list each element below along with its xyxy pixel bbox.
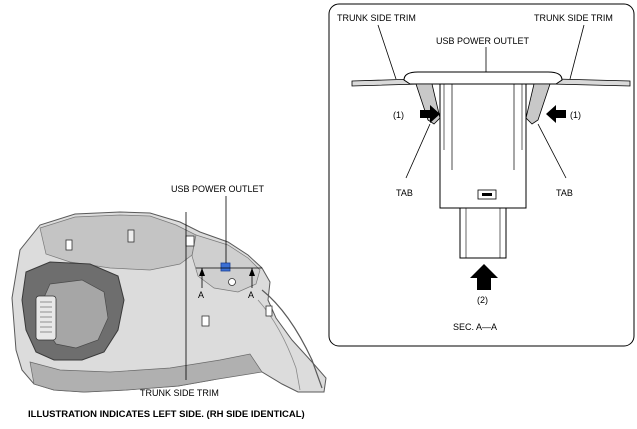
press-arrow-right xyxy=(546,105,566,123)
detail-trim-right-label: TRUNK SIDE TRIM xyxy=(534,13,613,23)
section-caption: SEC. A—A xyxy=(453,322,497,332)
section-arrow-right xyxy=(249,268,255,276)
trim-wheel-arch-inner xyxy=(257,299,301,391)
usb-flange xyxy=(403,71,563,85)
trim-right-leader xyxy=(569,24,585,80)
trim-left-leader xyxy=(377,24,397,80)
press-arrow-left xyxy=(420,105,440,123)
trim-wheel-arch xyxy=(261,289,323,389)
speaker-grille xyxy=(35,295,57,341)
speaker-grille-slots xyxy=(40,301,52,333)
usb-connector-plug xyxy=(459,207,507,259)
usb-connector-latch-slot xyxy=(482,193,492,196)
detail-trim-panel xyxy=(351,78,631,87)
section-mark-left: A xyxy=(198,290,204,300)
left-view-leaders xyxy=(185,196,262,380)
step2-label: (2) xyxy=(477,295,488,305)
trim-lower-band xyxy=(29,353,263,393)
step1-left-label: (1) xyxy=(393,110,404,120)
trim-clip-mid xyxy=(127,229,135,243)
usb-body xyxy=(439,83,527,209)
illustration-caption: ILLUSTRATION INDICATES LEFT SIDE. (RH SI… xyxy=(28,409,305,420)
section-arrow-left xyxy=(199,268,205,276)
trunk-side-trim-illustration xyxy=(11,211,327,393)
detail-leaders xyxy=(377,24,585,179)
trim-clip-rear xyxy=(265,305,273,317)
left-trim-label: TRUNK SIDE TRIM xyxy=(140,388,219,398)
step1-right-label: (1) xyxy=(570,110,581,120)
push-arrow-up xyxy=(470,264,498,290)
trim-clip-lower xyxy=(201,315,210,327)
tab-left-leader xyxy=(405,123,431,179)
detail-usb-label: USB POWER OUTLET xyxy=(436,36,530,46)
trim-fastener xyxy=(228,278,236,286)
tab-right-label: TAB xyxy=(556,188,573,198)
left-usb-label: USB POWER OUTLET xyxy=(171,184,265,194)
tab-left-label: TAB xyxy=(396,188,413,198)
trim-clip-left xyxy=(65,239,73,251)
usb-outlet-highlight xyxy=(220,262,231,272)
section-mark-right: A xyxy=(248,290,254,300)
tab-right-leader xyxy=(537,123,567,179)
usb-outlet-section xyxy=(403,71,563,259)
trim-clip-upper xyxy=(185,235,195,247)
detail-trim-left-label: TRUNK SIDE TRIM xyxy=(337,13,416,23)
